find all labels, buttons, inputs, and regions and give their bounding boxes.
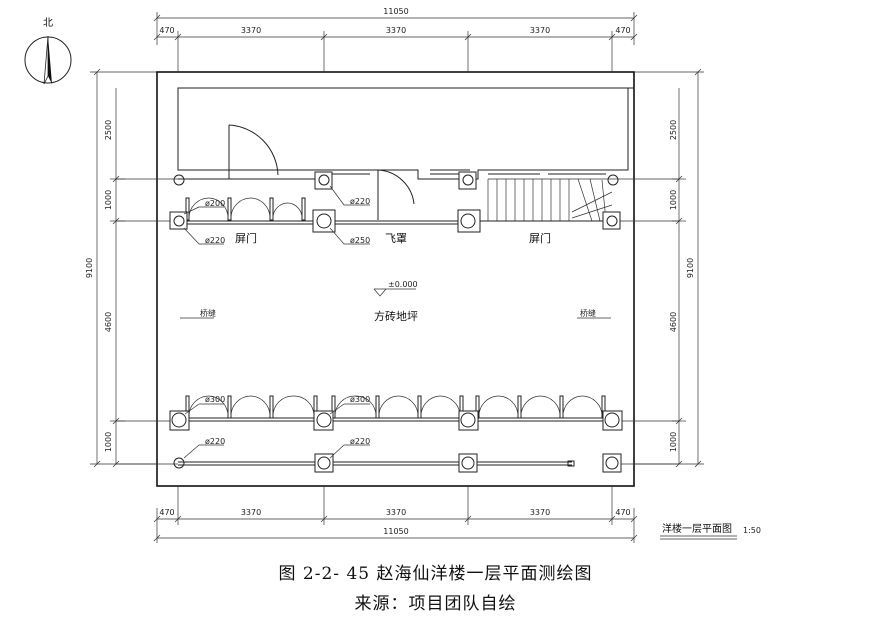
elevation-mark: ±0.000	[373, 280, 418, 297]
column	[602, 453, 622, 473]
bottom-bay-dim: 470	[615, 508, 630, 517]
elevation-label: ±0.000	[388, 280, 418, 289]
column	[458, 453, 478, 473]
columns	[169, 171, 623, 473]
right-part-dim: 4600	[669, 312, 678, 332]
top-total-dim: 11050	[383, 7, 408, 16]
bottom-bay-dim: 3370	[530, 508, 550, 517]
left-part-dim: 1000	[104, 432, 113, 452]
column	[169, 211, 188, 230]
top-bay-dim: 470	[615, 26, 630, 35]
column-diameter-label: ø300	[350, 395, 370, 404]
bottom-dimension-chain: 470 3370 3370 3370 470 11050	[153, 508, 638, 543]
column-diameter-label: ø220	[205, 437, 225, 446]
right-dimension-chain: 2500 1000 4600 1000 9100	[634, 68, 704, 468]
left-part-dim: 2500	[104, 120, 113, 140]
column	[173, 457, 185, 469]
left-dimension-chain: 9100 2500 1000 4600 1000	[85, 68, 157, 468]
column-diameter-label: ø220	[350, 437, 370, 446]
right-part-dim: 1000	[669, 190, 678, 210]
column	[602, 410, 623, 431]
room-label-screen-left: 屏门	[235, 231, 257, 245]
column-diameter-label: ø250	[350, 236, 370, 245]
right-total-dim: 9100	[686, 258, 695, 278]
front-rail	[178, 460, 575, 467]
tiny-notes: 桥缝 桥缝	[180, 308, 611, 319]
tiny-note-right: 桥缝	[580, 308, 596, 318]
left-part-dim: 4600	[104, 312, 113, 332]
axis-lines	[116, 45, 679, 508]
staircase	[487, 178, 613, 222]
top-bay-dim: 3370	[386, 26, 406, 35]
upper-screen-row	[178, 197, 612, 225]
plan-title: 洋楼一层平面图 1:50	[660, 522, 761, 540]
right-part-dim: 2500	[669, 120, 678, 140]
bottom-total-dim: 11050	[383, 527, 408, 536]
lower-screen-row	[178, 395, 612, 422]
bottom-bay-dim: 470	[159, 508, 174, 517]
plan-title-name: 洋楼一层平面图	[662, 522, 732, 535]
top-bay-dim: 470	[159, 26, 174, 35]
room-label-screen-right: 屏门	[529, 231, 551, 245]
figure-caption: 图 2-2- 45 赵海仙洋楼一层平面测绘图	[278, 564, 593, 584]
column	[457, 209, 481, 233]
column	[169, 410, 190, 431]
column	[314, 171, 333, 190]
column	[173, 174, 185, 186]
bottom-bay-dim: 3370	[241, 508, 261, 517]
floor-label: 方砖地坪	[374, 309, 418, 323]
left-part-dim: 1000	[104, 190, 113, 210]
column	[602, 211, 621, 230]
north-arrow: 北	[24, 17, 72, 85]
column	[312, 209, 336, 233]
column	[458, 410, 479, 431]
right-part-dim: 1000	[669, 432, 678, 452]
column-diameter-label: ø220	[205, 236, 225, 245]
plan-title-scale: 1:50	[743, 526, 761, 535]
room-label-feizhao: 飞罩	[385, 232, 407, 245]
column	[313, 410, 334, 431]
left-total-dim: 9100	[85, 258, 94, 278]
leaders	[183, 185, 370, 459]
column	[314, 453, 334, 473]
column-diameter-label: ø300	[205, 395, 225, 404]
building-outline	[156, 71, 635, 487]
tiny-note-left: 桥缝	[200, 308, 216, 318]
door-arc-center	[377, 169, 415, 220]
column-diameter-label: ø220	[350, 197, 370, 206]
column	[607, 174, 619, 186]
top-bay-dim: 3370	[241, 26, 261, 35]
figure-source: 来源：项目团队自绘	[354, 594, 517, 614]
column-diameter-label: ø200	[205, 199, 225, 208]
door-arc-left	[178, 124, 324, 180]
column	[458, 171, 477, 190]
top-dimension-chain: 11050 470 3370 3370 3370 470	[153, 7, 638, 45]
top-bay-dim: 3370	[530, 26, 550, 35]
north-label: 北	[43, 17, 53, 29]
rear-windows	[324, 169, 606, 175]
bottom-bay-dim: 3370	[386, 508, 406, 517]
